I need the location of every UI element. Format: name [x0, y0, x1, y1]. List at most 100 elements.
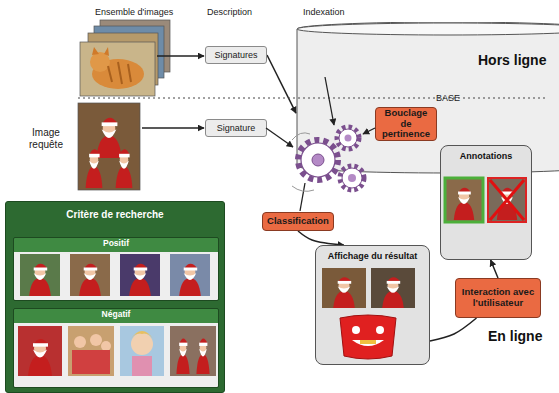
node-text: Interaction avec l'utilisateur	[460, 287, 536, 309]
separator-line	[78, 98, 545, 99]
node-text: BASE	[436, 93, 460, 103]
node-text: Affichage du résultat	[328, 251, 418, 261]
gears-icon	[345, 135, 352, 142]
annotation-thumbnails	[445, 178, 483, 222]
flow-arrows	[363, 128, 375, 134]
negative-thumbnails	[18, 326, 216, 376]
cylinder-top	[297, 23, 559, 35]
image-stack	[80, 42, 155, 96]
flow-connector	[491, 260, 498, 278]
positive-thumbnails	[20, 254, 60, 296]
image-stack	[80, 20, 170, 96]
positive-thumbnails	[70, 254, 110, 296]
gears-icon	[292, 127, 364, 191]
node-text: Signatures	[214, 50, 257, 60]
flow-arrows	[157, 55, 204, 56]
classification-box: Classification	[262, 212, 334, 231]
negative-thumbnails	[72, 350, 110, 374]
result-thumbnails	[352, 340, 384, 346]
result-thumbnails	[371, 268, 415, 308]
annotation-thumbnails	[445, 178, 526, 222]
column-header: Description	[207, 7, 252, 17]
feedback-box: Bouclage de pertinence	[375, 107, 437, 141]
node-text: Positif	[103, 239, 129, 249]
positive-thumbnails	[29, 264, 51, 296]
gears-icon	[301, 143, 335, 177]
negative-thumbnails	[120, 326, 164, 376]
column-header: Indexation	[303, 7, 345, 17]
image-stack	[92, 59, 144, 89]
negative-thumbnails	[18, 326, 62, 376]
annotations-panel: Annotations	[440, 145, 532, 260]
flow-connector	[298, 231, 344, 245]
gears-icon	[340, 166, 364, 190]
gears-icon	[298, 140, 338, 180]
interaction-box: Interaction avec l'utilisateur	[455, 278, 541, 318]
result-thumbnails	[360, 340, 376, 344]
annotation-thumbnails	[488, 178, 526, 222]
process-box: Signature	[205, 119, 267, 137]
search-criteria-panel: PositifNégatif Critère de recherche	[5, 201, 225, 393]
negative-thumbnails	[130, 331, 154, 340]
image-stack	[88, 33, 158, 85]
gears-icon	[337, 127, 359, 149]
gears-icon	[339, 129, 357, 147]
negative-thumbnails	[28, 339, 52, 376]
positive-thumbnails	[179, 264, 201, 296]
flow-arrows	[325, 77, 334, 125]
image-stack	[100, 20, 170, 72]
flow-arrows	[142, 56, 375, 211]
negative-thumbnails	[101, 341, 111, 351]
query-image	[96, 118, 121, 158]
flow-arrows	[300, 183, 305, 211]
positive-thumbnails	[170, 254, 210, 296]
query-image	[78, 103, 140, 190]
negative-thumbnails	[176, 339, 189, 374]
result-thumbnails	[322, 268, 366, 308]
negative-thumbnails	[68, 326, 114, 376]
node-text: Classification	[267, 216, 329, 227]
negative-thumbnails	[131, 333, 153, 355]
flow-arrows	[266, 128, 293, 147]
result-thumbnails	[340, 315, 396, 359]
annotation-thumbnails	[497, 188, 517, 220]
image-stack	[108, 62, 131, 84]
image-stack	[94, 26, 164, 78]
gears-icon	[342, 168, 362, 188]
flow-connector	[267, 55, 296, 113]
gears-icon	[292, 133, 314, 191]
result-thumbnails	[333, 277, 355, 308]
query-image	[116, 149, 133, 188]
gears-icon	[312, 154, 324, 166]
node-text: Signature	[217, 123, 256, 133]
query-image	[86, 149, 103, 188]
result-panel: Affichage du résultat	[315, 245, 430, 365]
negative-thumbnails	[196, 339, 209, 374]
flow-arrows	[142, 127, 204, 128]
column-header: Ensemble d'images	[95, 7, 173, 17]
result-thumbnails	[322, 268, 415, 359]
negative-thumbnails	[132, 356, 152, 376]
positive-thumbnails	[79, 264, 101, 296]
node-text: Annotations	[460, 151, 513, 161]
positive-panel: Positif	[13, 237, 219, 301]
node-text: Critère de recherche	[66, 209, 163, 221]
image-stack	[92, 47, 109, 56]
image-stack	[90, 52, 110, 72]
flow-connector	[430, 318, 477, 341]
negative-panel: Négatif	[13, 308, 219, 388]
query-image	[78, 103, 140, 190]
node-text: Négatif	[102, 310, 131, 320]
negative-thumbnails	[74, 336, 86, 348]
section-label: Hors ligne	[478, 52, 546, 68]
result-thumbnails	[376, 326, 384, 334]
annotation-thumbnails	[454, 188, 474, 220]
gears-icon	[348, 174, 356, 182]
negative-thumbnails	[90, 334, 102, 346]
positive-thumbnails	[129, 264, 151, 296]
annotation-thumbnails	[490, 180, 524, 220]
positive-thumbnails	[20, 254, 210, 296]
positive-thumbnails	[120, 254, 160, 296]
process-box: Signatures	[205, 46, 267, 64]
